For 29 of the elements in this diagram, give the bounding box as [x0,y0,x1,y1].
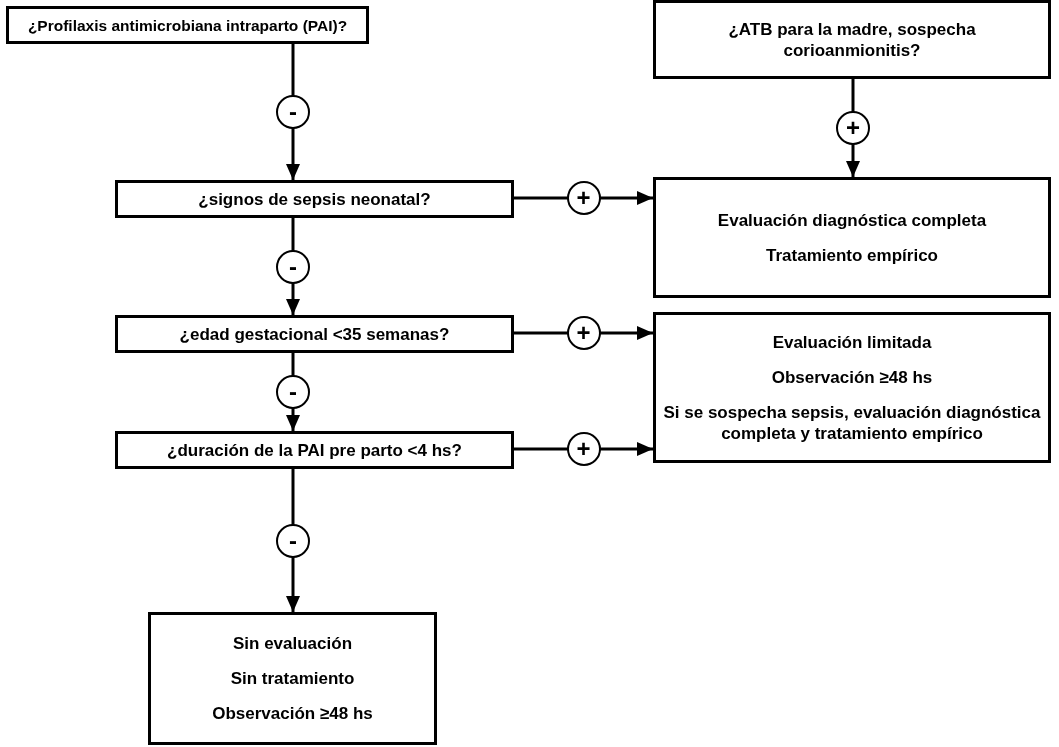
process-box [115,315,514,353]
edge-label: + [566,316,601,350]
process-box [653,312,1051,463]
edge-label: + [836,111,870,145]
process-box [115,180,514,218]
box-text: ¿edad gestacional <35 semanas? [179,323,450,345]
edge-label: + [566,181,601,215]
box-text: Evaluación limitada [772,331,932,353]
box-text: Observación ≥48 hs [771,366,933,388]
box-text: Evaluación diagnóstica completa [717,209,987,231]
edge-label: - [276,523,310,558]
process-box [653,0,1051,79]
box-text: ¿Profilaxis antimicrobiana intraparto (PAI)? [27,15,348,36]
box-text: Tratamiento empírico [766,244,938,266]
box-text: Sin evaluación [232,633,352,654]
process-box [653,177,1051,298]
box-text: ¿signos de sepsis neonatal? [198,188,431,210]
edge-label: + [566,432,601,466]
process-box [148,612,437,745]
box-text: Observación ≥48 hs [212,703,373,724]
process-box [115,431,514,469]
edge-label: - [276,249,310,284]
process-box [6,6,369,44]
edge-label: - [276,375,310,409]
box-text: ¿duración de la PAI pre parto <4 hs? [167,439,462,461]
edge-label: - [276,95,310,129]
box-text: Si se sospecha sepsis, evaluación diagnóstica completa y tratamiento empírico [662,401,1042,444]
box-text: ¿ATB para la madre, sospecha corioanmionitis? [727,18,977,61]
box-text: Sin tratamiento [230,668,355,689]
